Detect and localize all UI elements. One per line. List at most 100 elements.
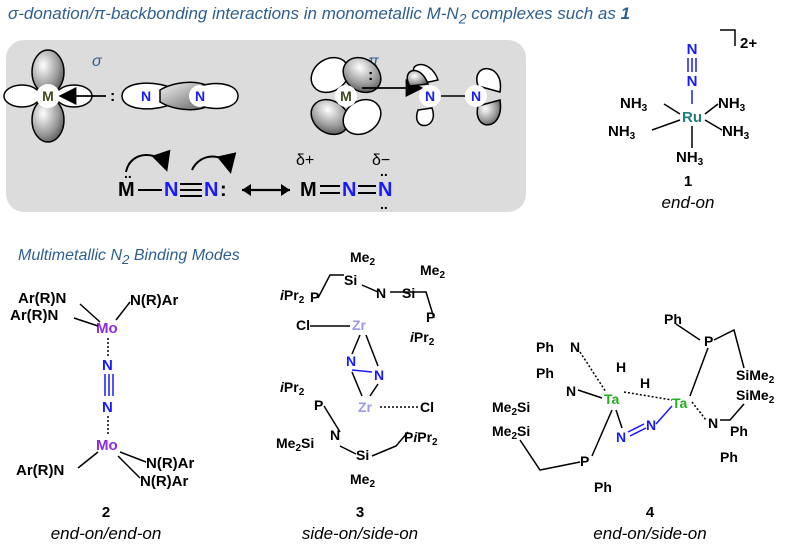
- res1-n2-dots: :: [220, 179, 227, 201]
- main-title: σ-donation/π-backbonding interactions in…: [8, 4, 630, 27]
- c4-nn-b: [629, 427, 647, 437]
- c3-ipr2-top-right: iPr2: [410, 329, 435, 348]
- c1-bond-ll: [651, 119, 681, 131]
- c1-n-bottom: N: [687, 73, 698, 90]
- c4-bond-b: [577, 389, 603, 399]
- n-pi-atom-1-bg: [419, 85, 441, 107]
- n2-lobe-right: [199, 82, 239, 110]
- c3-si-top-a: Si: [344, 272, 357, 288]
- c4-n-3: N: [708, 415, 718, 431]
- c3-si-top-b: Si: [402, 285, 415, 301]
- title-subscript: 2: [458, 11, 467, 28]
- c4-ph-3: Ph: [594, 479, 612, 495]
- c2-lig-1: Ar(R)N: [18, 290, 66, 307]
- multi-title-main: Multimetallic N: [18, 247, 123, 264]
- c2-lig-5: N(R)Ar: [146, 455, 194, 472]
- delta-plus: δ+: [296, 152, 314, 169]
- c3-p-top-left: P: [310, 289, 319, 305]
- c2-lig-2: Ar(R)N: [10, 307, 58, 324]
- c2-lig-3: N(R)Ar: [130, 292, 178, 309]
- c4-chain-b: [713, 328, 745, 369]
- complex-4: Ph N Ph N Me2Si Me2Si Ta H H Ta N N P Ph…: [492, 311, 775, 543]
- orbital-panel: [6, 40, 526, 212]
- c4-bond-a: [579, 351, 607, 393]
- resonance-arrow-right: [281, 184, 290, 196]
- pi-orbital-group: π M : N N: [310, 53, 502, 136]
- c3-cl-top: Cl: [296, 317, 310, 333]
- c3-zr-n-b: [365, 334, 379, 367]
- sigma-symbol: σ: [8, 4, 19, 23]
- c3-n1: N: [346, 353, 356, 369]
- c1-number: 1: [684, 173, 692, 190]
- n-pi-lobe-e: [476, 99, 502, 126]
- c4-ta-left: Ta: [604, 391, 620, 407]
- c4-p-left: P: [580, 453, 589, 469]
- c4-me2si-b: Me2Si: [492, 423, 530, 442]
- c1-bond-ul: [663, 103, 681, 115]
- c3-me2-top-b: Me2: [420, 262, 445, 281]
- curved-arrow-2: [191, 152, 237, 174]
- pi-electron-dots: :: [368, 67, 373, 84]
- c1-bond-ur: [704, 103, 719, 115]
- sigma-orbital-group: σ M : N N: [3, 49, 239, 143]
- c1-n-top: N: [687, 41, 698, 58]
- c4-chain-c: [720, 403, 745, 421]
- res2-n2-top-dots: ..: [380, 163, 388, 179]
- c1-nh3-lr: NH3: [722, 123, 750, 142]
- c4-ph-4: Ph: [664, 311, 682, 327]
- c3-mode: side-on/side-on: [302, 524, 418, 543]
- c1-nh3-ll: NH3: [608, 123, 636, 142]
- multi-title-end: Binding Modes: [129, 247, 240, 264]
- n-pi-atom-2-bg: [465, 85, 487, 107]
- c3-ipr2-bottom: iPr2: [280, 379, 305, 398]
- c3-chain-e: [339, 445, 357, 455]
- n-pi-lobe-c: [406, 69, 430, 87]
- c4-h-1: H: [616, 359, 626, 375]
- c2-bond-d: [77, 451, 99, 469]
- c3-zr-bottom: Zr: [358, 399, 373, 415]
- c4-n-2: N: [566, 383, 576, 399]
- c4-number: 4: [646, 504, 655, 521]
- c4-mode: end-on/side-on: [593, 524, 706, 543]
- c1-nh3-ur: NH3: [718, 95, 746, 114]
- c3-cl-bottom: Cl: [420, 399, 434, 415]
- c3-chain-a: [317, 274, 344, 299]
- c4-me2si-a: Me2Si: [492, 399, 530, 418]
- title-part-2: -backbonding interactions in monometalli…: [105, 4, 459, 23]
- c2-lig-4: Ar(R)N: [16, 462, 64, 479]
- n-atom-2: N: [195, 88, 205, 104]
- c4-bond-f: [689, 347, 709, 397]
- title-part-1: -donation/: [18, 4, 94, 23]
- c4-bond-d: [615, 409, 623, 429]
- c4-sime2-b: SiMe2: [736, 387, 775, 406]
- c3-chain-c: [390, 291, 435, 319]
- curved-arrow-1: [125, 149, 171, 173]
- res2-metal: M: [300, 179, 317, 201]
- c4-n2-a: N: [616, 429, 626, 445]
- c4-n-1: N: [570, 339, 580, 355]
- c1-ru: Ru: [682, 109, 702, 126]
- n-pi-lobe-d: [476, 68, 502, 93]
- c2-mo-bottom: Mo: [96, 437, 118, 454]
- c3-pipr2-bottom: PiPr2: [404, 429, 438, 448]
- c3-n2: N: [374, 367, 384, 383]
- res1-n2: N: [204, 179, 218, 201]
- res1-n1: N: [164, 179, 178, 201]
- res2-n2-bot-dots: ..: [380, 196, 388, 212]
- res1-metal-dots: ..: [124, 165, 132, 181]
- c3-zr-n-d: [369, 383, 379, 397]
- c3-zr-top: Zr: [352, 317, 367, 333]
- complex-3: Me2 Si Me2 Si N iPr2 P P iPr2 Cl Zr N N …: [276, 249, 445, 543]
- metal-symbol-sigma: M: [42, 88, 54, 104]
- c4-ta-right: Ta: [672, 395, 688, 411]
- title-ref: 1: [620, 4, 631, 23]
- c2-n2: N: [102, 399, 113, 416]
- res2-n1: N: [342, 179, 356, 201]
- c4-chain-a: [675, 323, 701, 341]
- c3-n-bottom: N: [330, 427, 340, 443]
- c2-lig-6: N(R)Ar: [140, 473, 188, 490]
- c4-h-2: H: [640, 375, 650, 391]
- multi-title-sub: 2: [122, 252, 130, 268]
- title-part-3: complexes such as: [466, 4, 621, 23]
